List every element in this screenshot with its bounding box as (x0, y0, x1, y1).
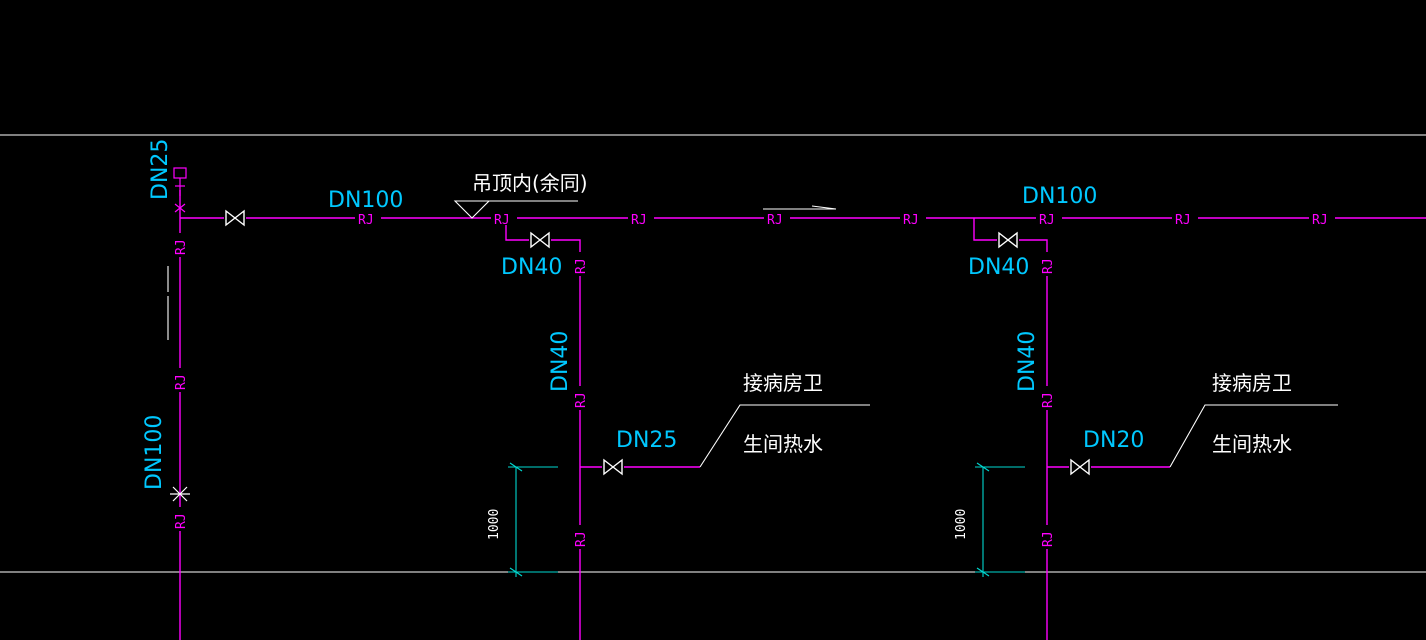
ceiling-marker-icon (453, 200, 578, 219)
leader-line (1169, 404, 1338, 468)
rj-code: RJ (1039, 213, 1055, 228)
ward-note-line2: 生间热水 (1212, 432, 1292, 456)
rj-code: RJ (631, 213, 647, 228)
dimension-1000 (975, 462, 1025, 577)
dimension-text: 1000 (487, 509, 502, 540)
gate-valve-icon[interactable] (224, 209, 246, 227)
rj-code: RJ (358, 213, 374, 228)
gate-valve-icon[interactable] (997, 231, 1019, 249)
gate-valve-icon[interactable] (1069, 458, 1091, 476)
dn-label: DN100 (328, 188, 403, 213)
dimension-text: 1000 (954, 509, 969, 540)
rj-code: RJ (174, 374, 189, 390)
dimension-1000 (508, 462, 558, 577)
rj-code: RJ (1175, 213, 1191, 228)
rj-code: RJ (767, 213, 783, 228)
rj-code: RJ (903, 213, 919, 228)
dn-label: DN25 (616, 428, 677, 453)
dn-label: DN25 (148, 139, 173, 200)
rj-code: RJ (1041, 531, 1056, 547)
pipe-support-icon (170, 486, 190, 502)
top-stub (173, 167, 187, 213)
rj-code: RJ (574, 258, 589, 274)
sketch-marks (167, 205, 837, 340)
pipe-codes: RJ RJ RJ RJ RJ RJ RJ RJ RJ RJ RJ RJ RJ R… (173, 211, 1335, 549)
leader-line (699, 404, 870, 468)
rj-code: RJ (574, 392, 589, 408)
ceiling-note: 吊顶内(余同) (472, 171, 588, 195)
ward-note-line1: 接病房卫 (743, 371, 823, 395)
edge-fragment (1418, 505, 1426, 539)
dn-label: DN100 (1022, 184, 1097, 209)
rj-code: RJ (574, 531, 589, 547)
rj-code: RJ (1041, 258, 1056, 274)
rj-code: RJ (1041, 392, 1056, 408)
branch-1-pipe (505, 218, 581, 640)
dn-label: DN40 (968, 255, 1029, 280)
dn-label: DN20 (1083, 428, 1144, 453)
dn-label: DN40 (1015, 331, 1040, 392)
ward-note-line1: 接病房卫 (1212, 371, 1292, 395)
dn-label: DN40 (548, 331, 573, 392)
gate-valve-icon[interactable] (529, 231, 551, 249)
gate-valve-icon[interactable] (602, 458, 624, 476)
dn-label: DN100 (142, 415, 167, 490)
rj-code: RJ (174, 513, 189, 529)
rj-code: RJ (494, 213, 510, 228)
rj-code: RJ (174, 239, 189, 255)
ward-note-line2: 生间热水 (743, 432, 823, 456)
dn-label: DN40 (501, 255, 562, 280)
branch-2-pipe (973, 218, 1048, 640)
rj-code: RJ (1312, 213, 1328, 228)
